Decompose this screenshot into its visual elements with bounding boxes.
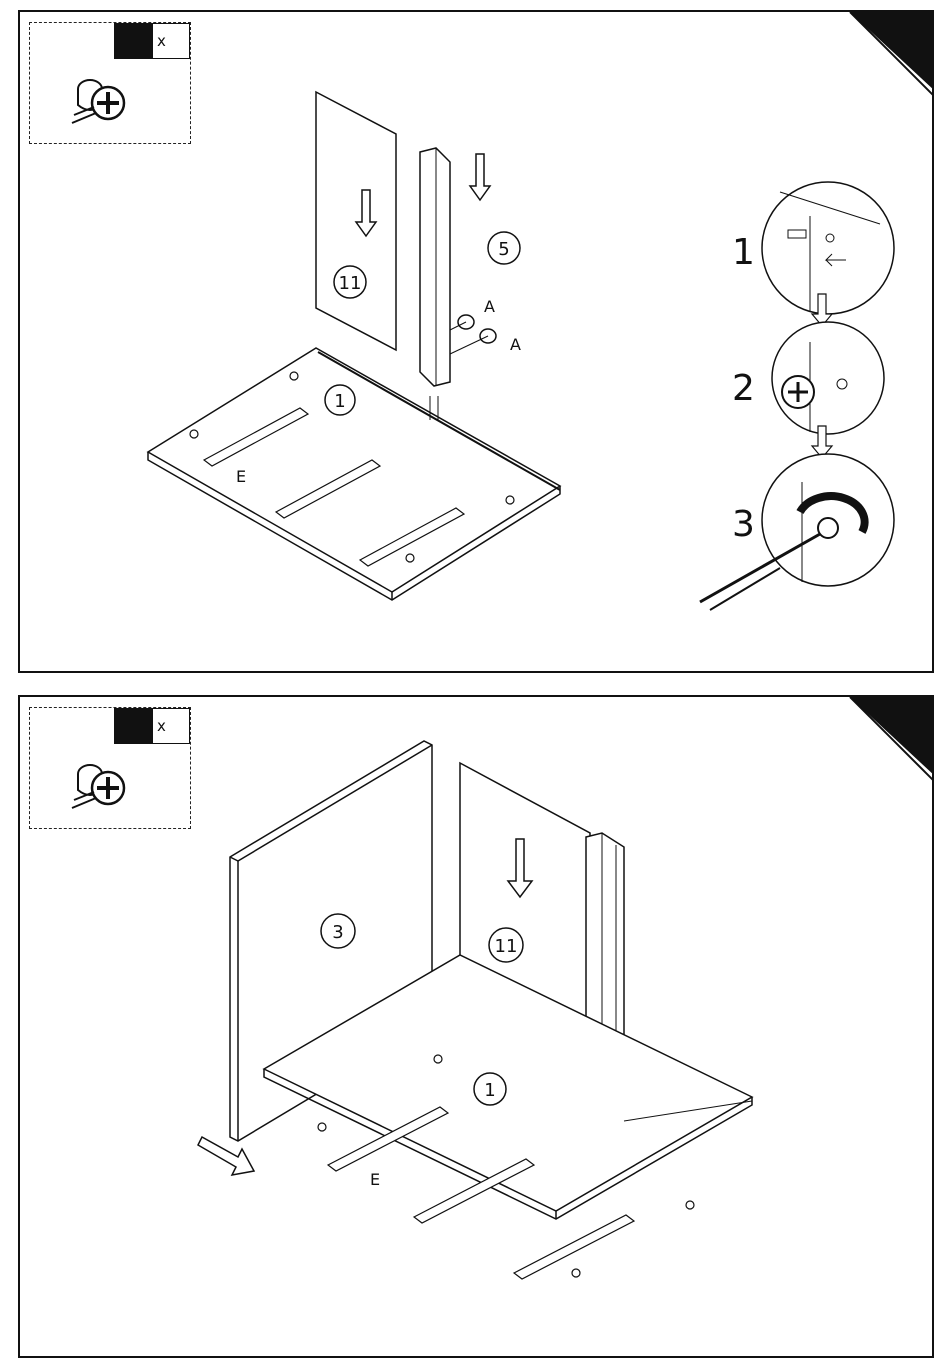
side-panel [420, 148, 450, 386]
part-label-base-panel: 1 [334, 391, 345, 412]
assembly-step-panel-bottom: x 3 11 1 [18, 695, 934, 1358]
fitting-label-a1: A [484, 297, 495, 316]
part-label-base-panel: 1 [484, 1080, 495, 1101]
rail-label: E [236, 467, 246, 486]
push-arrow-icon [198, 1137, 254, 1175]
part-label-back-panel: 11 [495, 936, 518, 957]
step-detail-2 [772, 322, 884, 434]
step-detail-3 [700, 454, 894, 610]
assembly-step-panel-top: x 11 5 A A [18, 10, 934, 673]
part-label-back-panel: 11 [339, 273, 362, 294]
fitting-label-a2: A [510, 335, 521, 354]
step-detail-1 [762, 182, 894, 314]
assembly-illustration-top: 11 5 A A 1 E [20, 12, 934, 673]
step-number-3: 3 [732, 504, 755, 545]
down-arrow-icon [470, 154, 490, 200]
part-label-side-panel: 5 [498, 239, 509, 260]
assembly-illustration-bottom: 3 11 1 E [20, 697, 934, 1358]
back-panel [316, 92, 396, 350]
rail-label: E [370, 1170, 380, 1189]
step-number-1: 1 [732, 232, 755, 273]
part-label-left-panel: 3 [332, 922, 343, 943]
step-number-2: 2 [732, 368, 755, 409]
